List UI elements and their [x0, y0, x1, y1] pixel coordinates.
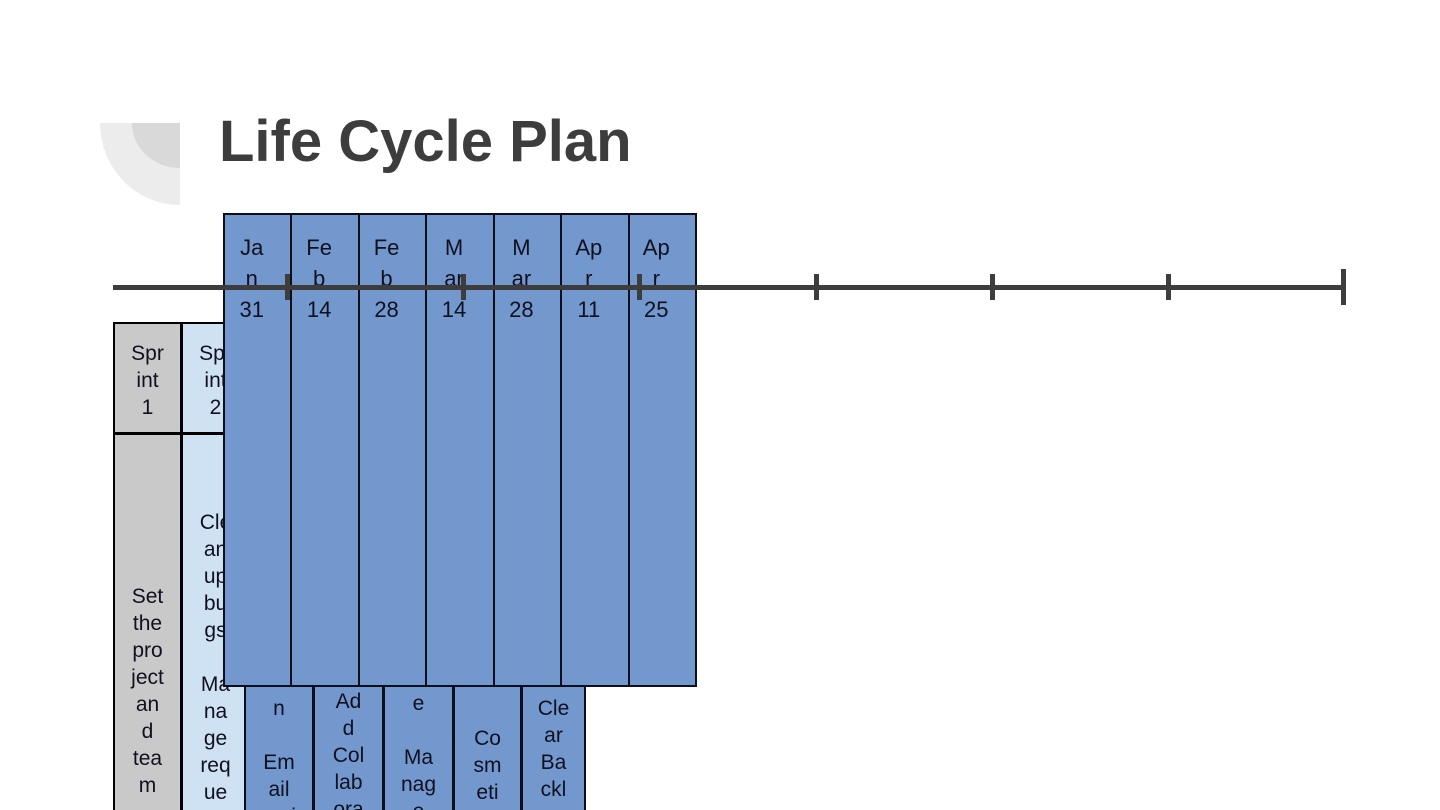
slide-title: Life Cycle Plan [219, 109, 632, 174]
timeline-tick [461, 274, 466, 300]
timeline-tick [990, 274, 995, 300]
timeline-line [113, 285, 1345, 290]
timeline-tick [814, 274, 819, 300]
timeline-end-cap [1341, 269, 1346, 305]
timeline-tick [285, 274, 290, 300]
timeline-tick [637, 274, 642, 300]
timeline-tick [1166, 274, 1171, 300]
